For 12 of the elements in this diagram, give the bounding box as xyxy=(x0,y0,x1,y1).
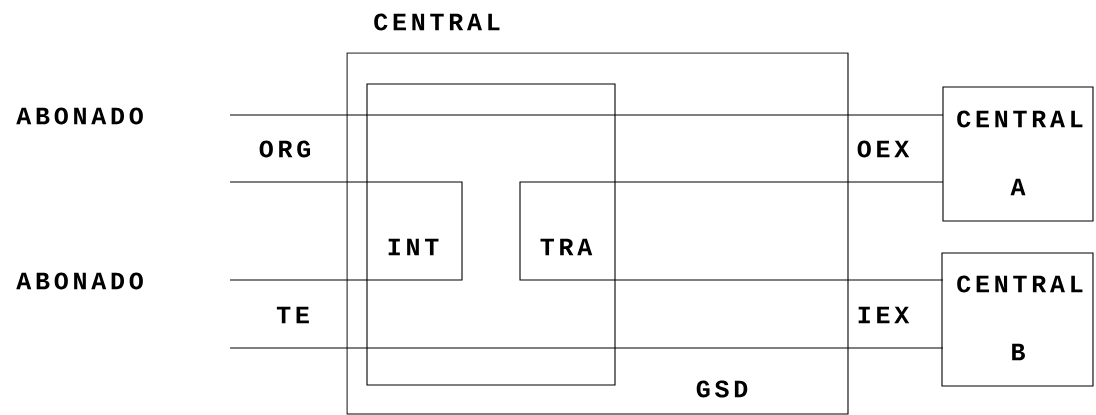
node-label: CENTRAL xyxy=(374,13,500,31)
channel-label: IEX xyxy=(858,306,910,324)
channel-label: ORG xyxy=(259,140,311,158)
channel-label: ABONADO xyxy=(16,107,143,125)
channel-label: OEX xyxy=(857,140,910,158)
channel-label: TE xyxy=(276,306,309,324)
inner-box xyxy=(366,83,616,386)
channel-label: INT xyxy=(388,238,439,256)
exchange-box: CENTRAL A xyxy=(942,86,1094,222)
channel-label: TRA xyxy=(540,238,593,256)
channel-label: ABONADO xyxy=(16,272,143,290)
exchange-box: CENTRAL B xyxy=(941,252,1094,387)
